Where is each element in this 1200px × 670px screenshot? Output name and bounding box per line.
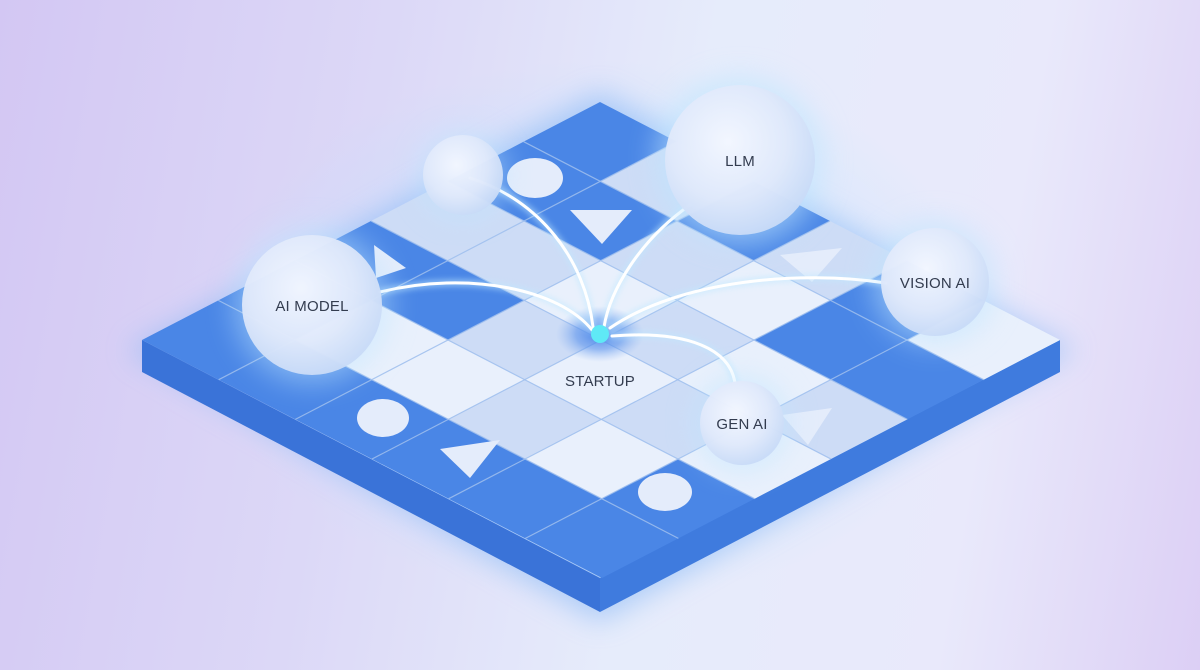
circle-token <box>638 473 692 511</box>
circle-token <box>507 158 563 198</box>
triangle-token <box>570 210 632 244</box>
startup-label: STARTUP <box>565 373 635 390</box>
startup-dot[interactable] <box>591 325 609 343</box>
sphere-label: VISION AI <box>900 275 970 292</box>
sphere-vision-ai[interactable]: VISION AI <box>873 220 997 344</box>
connector-vision-ai <box>608 276 888 330</box>
circle-token <box>357 399 409 437</box>
connector-ai-model <box>378 281 594 332</box>
connector-llm <box>602 203 692 329</box>
board-side-right <box>600 340 1060 612</box>
triangle-token <box>440 440 500 478</box>
board-side-left <box>142 340 600 612</box>
sphere-ai-model[interactable]: AI MODEL <box>234 227 390 383</box>
triangle-token <box>374 245 406 278</box>
sphere-label: LLM <box>725 153 755 170</box>
sphere-label: GEN AI <box>716 416 767 433</box>
triangle-token <box>782 408 832 445</box>
connector-gen-ai <box>610 333 737 385</box>
sphere-llm[interactable]: LLM <box>656 76 824 244</box>
board-shapes <box>357 158 842 511</box>
triangle-token <box>780 248 842 282</box>
sphere-unlabeled[interactable] <box>419 131 507 219</box>
sphere-gen-ai[interactable]: GEN AI <box>694 375 790 471</box>
sphere-label: AI MODEL <box>275 298 348 315</box>
